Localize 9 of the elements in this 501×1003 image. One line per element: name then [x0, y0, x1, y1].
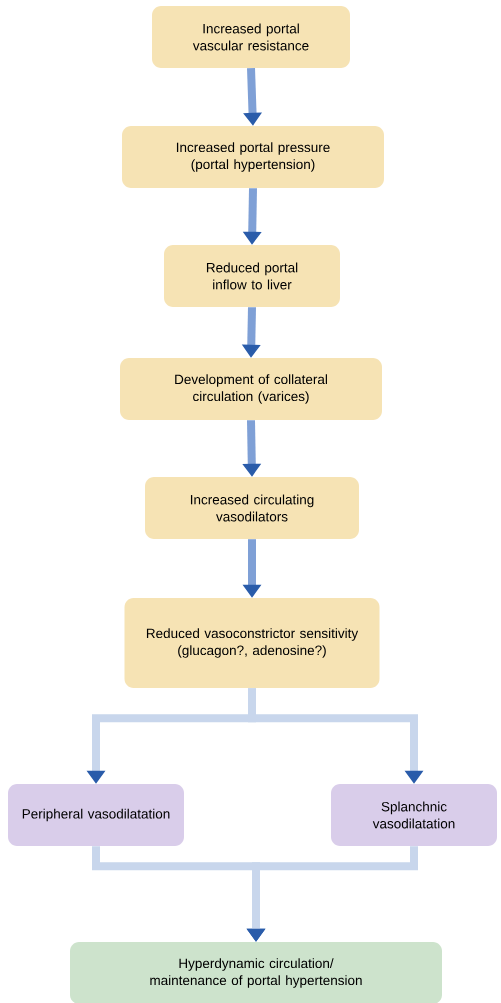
process-box: Peripheral vasodilatation	[8, 784, 184, 846]
process-box: Development of collateral circulation (varices)	[120, 358, 382, 420]
process-box: Splanchnic vasodilatation	[331, 784, 497, 846]
process-box: Reduced vasoconstrictor sensitivity (glucagon?, adenosine?)	[124, 598, 380, 688]
process-box: Hyperdynamic circulation/ maintenance of portal hypertension	[70, 942, 442, 1003]
process-box: Reduced portal inflow to liver	[164, 245, 340, 307]
process-box: Increased circulating vasodilators	[145, 477, 359, 539]
process-box: Increased portal pressure (portal hypertension)	[122, 126, 384, 188]
process-box: Increased portal vascular resistance	[152, 6, 350, 68]
